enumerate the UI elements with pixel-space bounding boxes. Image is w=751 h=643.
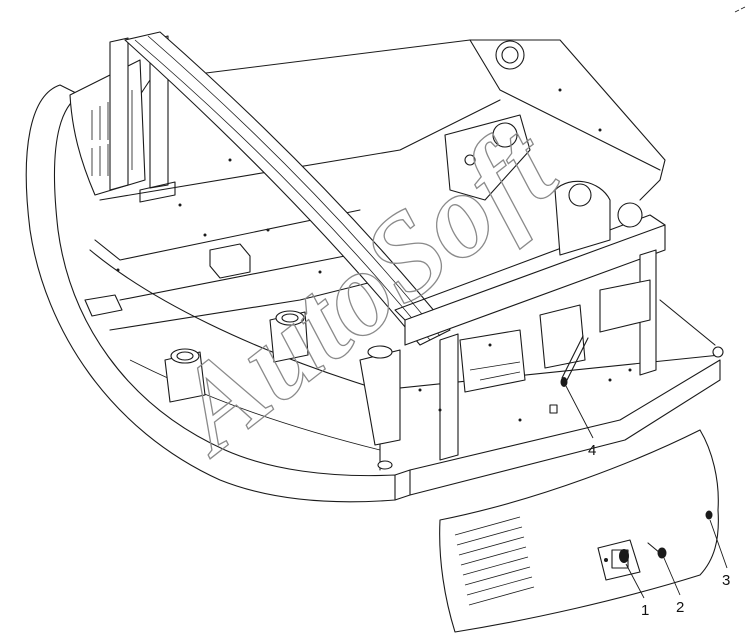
mounting-holes [116, 88, 632, 422]
front-bumper [25, 84, 396, 503]
left-grille-panel [69, 59, 146, 196]
lever-rod [561, 335, 584, 379]
cover-panel [439, 429, 719, 633]
callout-2: 2 [676, 599, 684, 616]
cover-plug [705, 510, 713, 520]
wheel-boss-left [164, 348, 206, 403]
top-rail [124, 31, 451, 346]
corner-mark [734, 6, 746, 13]
callout-1: 1 [641, 602, 649, 619]
rear-crossmember [404, 224, 666, 346]
callout-3: 3 [722, 572, 730, 589]
callout-4: 4 [588, 442, 596, 459]
vent-slots [454, 516, 535, 606]
chassis-assembly [25, 31, 724, 503]
cover-plate [439, 429, 719, 633]
screw-icon [647, 542, 667, 559]
wheel-boss-center [269, 310, 309, 363]
leader-lines [565, 385, 728, 599]
callout-labels: 4 1 2 3 [588, 442, 730, 619]
